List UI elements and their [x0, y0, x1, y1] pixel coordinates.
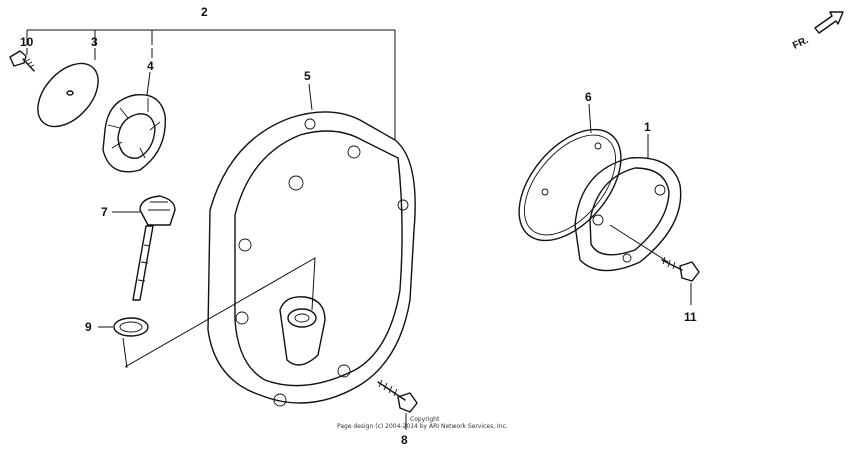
- callout-5: 5: [304, 69, 311, 83]
- pulse-cover-part-1: [574, 134, 682, 272]
- bolt-part-8: [377, 379, 418, 430]
- callout-11: 11: [684, 310, 697, 324]
- callout-10: 10: [20, 35, 34, 49]
- copyright-line: Copyright: [410, 416, 440, 423]
- front-direction-indicator: FR.: [791, 11, 844, 52]
- cap-plate-part-3: [37, 48, 99, 128]
- callout-2: 2: [201, 5, 208, 19]
- callout-7: 7: [101, 205, 108, 219]
- callout-1: 1: [644, 120, 651, 134]
- crankcase-cover-part-5: [124, 83, 416, 407]
- callout-9: 9: [85, 320, 92, 334]
- dipstick-part-7: [112, 195, 176, 301]
- direction-label: FR.: [791, 35, 810, 52]
- gasket-part-6: [518, 103, 622, 242]
- callout-6: 6: [585, 90, 592, 104]
- o-ring-part-9: [98, 317, 149, 369]
- bolt-part-11: [609, 224, 700, 305]
- rotor-part-4: [102, 48, 166, 173]
- bolt-part-10: [9, 48, 35, 72]
- group-bracket-2: [26, 29, 396, 140]
- page-design-credit: Page design (c) 2004-2014 by ARI Network…: [337, 423, 508, 430]
- callout-4: 4: [147, 59, 154, 73]
- callout-8: 8: [401, 433, 408, 447]
- callout-3: 3: [91, 35, 98, 49]
